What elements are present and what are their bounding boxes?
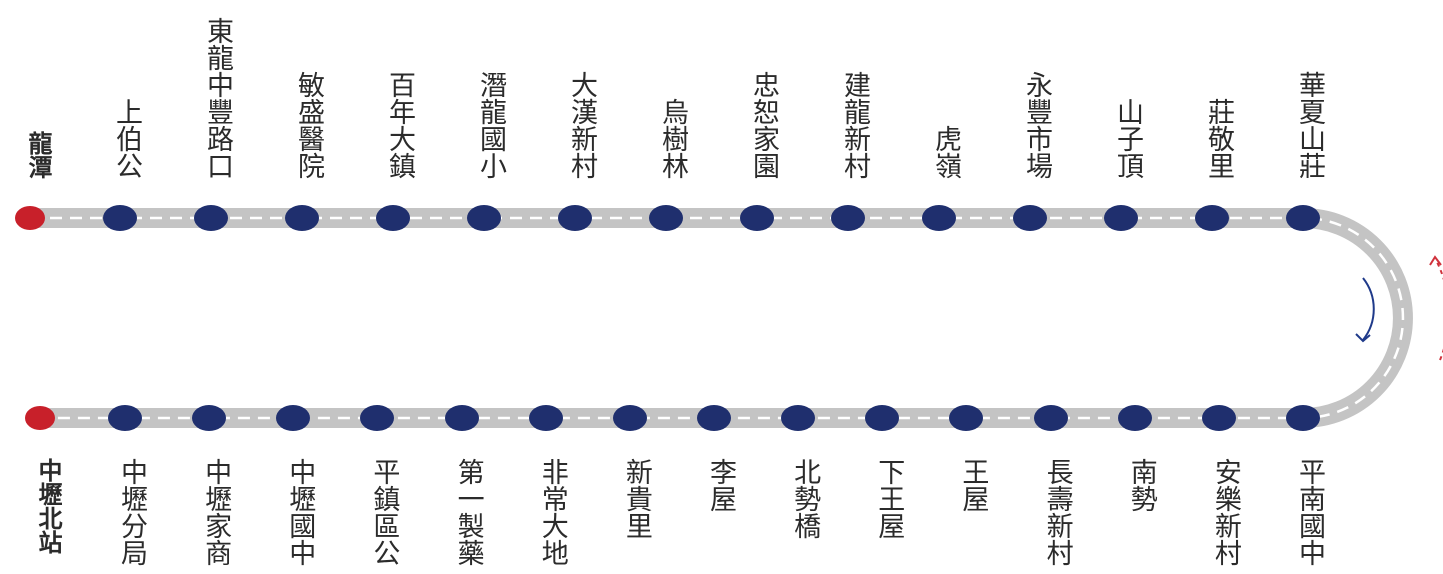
station-marker [1201, 405, 1236, 431]
station-marker [831, 205, 865, 231]
station-label: 平南國中 [1294, 458, 1325, 566]
station-marker [949, 405, 984, 431]
station-label: 非常大地 [536, 458, 568, 566]
station-marker [740, 205, 774, 231]
station-marker [360, 405, 395, 431]
station-label: 第一製藥 [452, 458, 484, 566]
station-marker [108, 405, 142, 431]
route-track [20, 208, 1413, 428]
station-label: 長壽新村 [1041, 458, 1073, 566]
terminal-marker-top [15, 206, 45, 230]
station-label: 平鎮區公 [368, 458, 400, 566]
station-marker [528, 405, 563, 431]
station-label: 上伯公 [111, 98, 142, 179]
station-label: 東龍中豐路口 [202, 17, 233, 179]
station-label: 安樂新村 [1209, 458, 1241, 566]
station-label: 中壢國中 [284, 458, 316, 566]
station-marker [781, 405, 816, 431]
station-label: 大漢新村 [566, 71, 597, 179]
station-label: 山子頂 [1112, 98, 1143, 179]
station-marker [1195, 205, 1229, 231]
station-marker [922, 205, 956, 231]
station-marker [1104, 205, 1138, 231]
arrow-up-icon [1435, 259, 1443, 361]
arrow-down-icon [1362, 277, 1375, 341]
station-marker [1286, 405, 1320, 431]
station-marker [103, 205, 137, 231]
station-marker [194, 205, 228, 231]
station-label: 潛龍國小 [475, 71, 506, 179]
station-marker [467, 205, 501, 231]
arrow-up-icon-head [1429, 255, 1442, 266]
station-marker [1013, 205, 1047, 231]
station-marker [192, 405, 227, 431]
terminal-marker-bottom [25, 406, 55, 430]
station-label: 永豐市場 [1021, 71, 1052, 179]
station-label: 忠恕家園 [748, 71, 779, 179]
station-label: 莊敬里 [1203, 98, 1234, 179]
station-label: 下王屋 [873, 458, 905, 539]
bottom-terminal-label: 中壢北站 [34, 458, 62, 554]
top-terminal-label: 龍潭 [24, 131, 52, 179]
station-label: 北勢橋 [789, 458, 821, 539]
station-marker [865, 405, 900, 431]
station-marker [649, 205, 683, 231]
station-marker [376, 205, 410, 231]
direction-arrows [1355, 255, 1443, 361]
station-label: 南勢 [1125, 458, 1157, 512]
station-label: 王屋 [957, 458, 989, 512]
station-marker [1033, 405, 1068, 431]
station-label: 敏盛醫院 [293, 71, 324, 179]
station-label: 華夏山莊 [1294, 71, 1325, 179]
station-label: 烏樹林 [657, 98, 688, 179]
station-label: 百年大鎮 [384, 71, 415, 179]
station-marker [276, 405, 311, 431]
station-label: 李屋 [705, 458, 736, 512]
station-marker [1117, 405, 1152, 431]
station-label: 中壢分局 [116, 458, 147, 566]
station-marker [558, 205, 592, 231]
station-marker [697, 405, 731, 431]
station-marker [444, 405, 479, 431]
station-label: 建龍新村 [839, 71, 870, 179]
station-marker [612, 405, 647, 431]
arrow-down-icon-head [1355, 333, 1371, 343]
station-label: 新貴里 [620, 458, 652, 539]
station-marker [285, 205, 319, 231]
station-marker [1286, 205, 1320, 231]
station-label: 虎嶺 [930, 125, 961, 179]
station-label: 中壢家商 [200, 458, 232, 566]
